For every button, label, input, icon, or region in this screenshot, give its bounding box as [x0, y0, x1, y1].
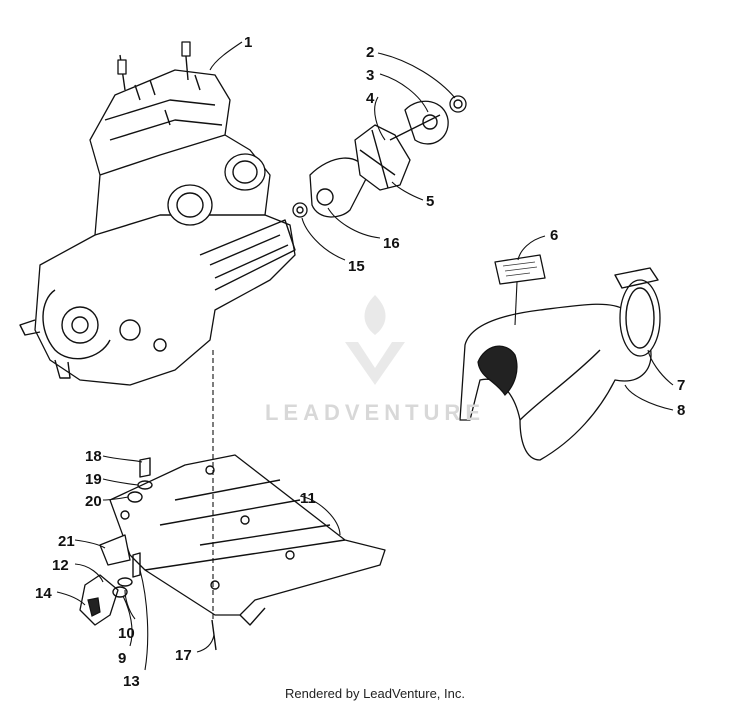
callout-12: 12 — [52, 557, 69, 574]
engine-mount-plate — [109, 454, 386, 626]
callout-labels: 1 2 3 4 5 6 7 8 9 10 11 12 13 14 15 16 1… — [35, 34, 685, 690]
callout-10: 10 — [118, 625, 135, 642]
footer-credit: Rendered by LeadVenture, Inc. — [285, 686, 465, 701]
callout-15: 15 — [348, 258, 365, 275]
callout-2: 2 — [366, 44, 374, 61]
callout-21: 21 — [58, 533, 75, 550]
callout-4: 4 — [366, 90, 375, 107]
callout-16: 16 — [383, 235, 400, 252]
callout-17: 17 — [175, 647, 192, 664]
callout-11: 11 — [300, 490, 316, 507]
callout-19: 19 — [85, 471, 102, 488]
callout-7: 7 — [677, 377, 685, 394]
callout-9: 9 — [118, 650, 126, 667]
leadventure-logo — [345, 295, 405, 385]
callout-14: 14 — [35, 585, 52, 602]
callout-3: 3 — [366, 67, 374, 84]
callout-5: 5 — [426, 193, 434, 210]
intake-duct — [459, 267, 661, 461]
callout-13: 13 — [123, 673, 140, 690]
callout-18: 18 — [85, 448, 102, 465]
callout-20: 20 — [85, 493, 102, 510]
drive-clutch-parts — [292, 95, 467, 218]
callout-1: 1 — [244, 34, 252, 51]
mount-bracket — [79, 457, 217, 651]
callout-6: 6 — [550, 227, 558, 244]
callout-8: 8 — [677, 402, 685, 419]
engine-assembly — [19, 41, 296, 386]
warning-decal — [494, 254, 546, 285]
watermark-text: LEADVENTURE — [264, 400, 485, 425]
leader-lines — [56, 41, 674, 671]
